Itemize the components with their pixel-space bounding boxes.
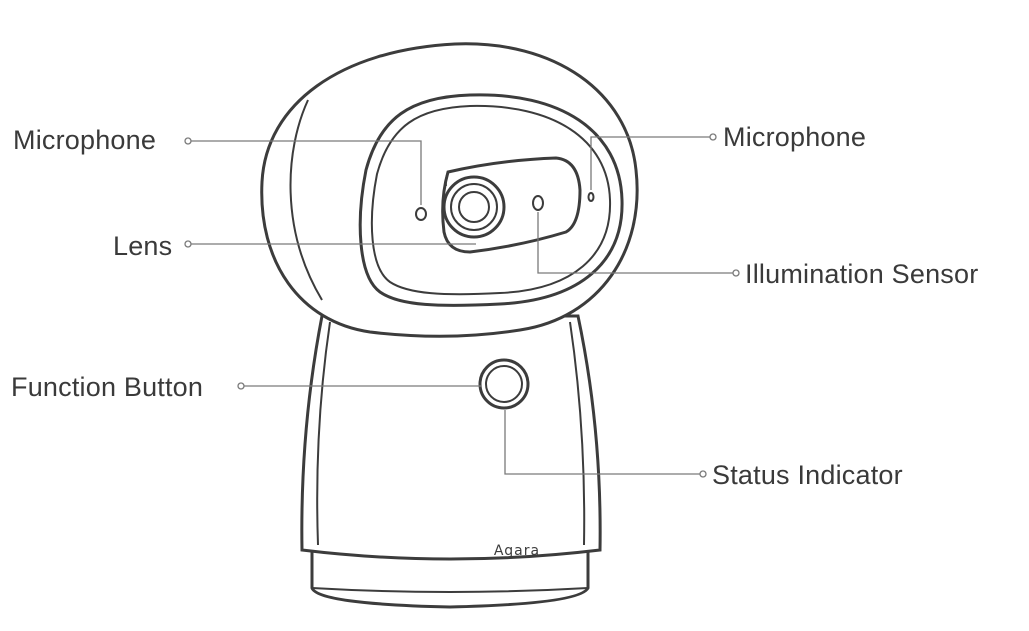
label-illumination-sensor: Illumination Sensor xyxy=(745,259,979,289)
label-microphone-right: Microphone xyxy=(723,122,867,152)
lens-icon xyxy=(442,175,506,239)
brand-logo: Aqara xyxy=(494,543,540,559)
microphone-left-icon xyxy=(415,207,427,221)
label-function-button: Function Button xyxy=(11,372,204,402)
label-lens: Lens xyxy=(113,231,173,261)
camera-base xyxy=(310,546,590,609)
function-button-icon xyxy=(478,358,530,410)
camera-body xyxy=(300,314,602,561)
illumination-sensor-icon xyxy=(532,195,544,211)
leader-lines xyxy=(184,133,740,478)
label-microphone-left: Microphone xyxy=(13,125,157,155)
microphone-right-icon xyxy=(587,192,595,202)
label-status-indicator: Status Indicator xyxy=(712,460,903,490)
